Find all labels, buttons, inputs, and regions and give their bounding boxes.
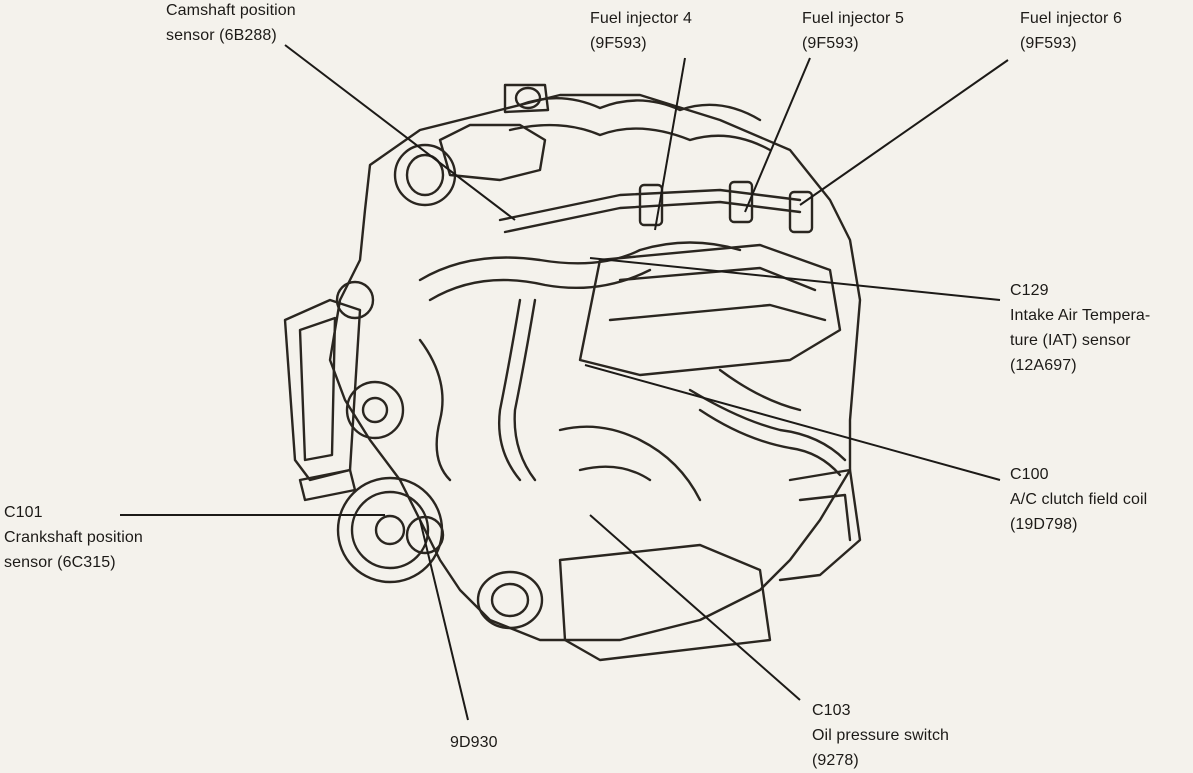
label-line: ture (IAT) sensor bbox=[1010, 332, 1131, 349]
fuel-rail bbox=[498, 188, 802, 222]
label-c100-ac-clutch: C100 A/C clutch field coil (19D798) bbox=[1010, 462, 1147, 537]
label-line: C100 bbox=[1010, 466, 1049, 483]
oil-filter bbox=[476, 570, 544, 630]
leader-c103 bbox=[589, 514, 801, 701]
leader-inj5 bbox=[744, 57, 811, 213]
label-c101-crankshaft-sensor: C101 Crankshaft position sensor (6C315) bbox=[4, 500, 143, 575]
label-line: (12A697) bbox=[1010, 357, 1077, 374]
label-line: Camshaft position bbox=[166, 2, 296, 19]
label-line: (9F593) bbox=[590, 35, 647, 52]
intake-manifold bbox=[518, 97, 762, 122]
leader-inj4 bbox=[654, 57, 686, 231]
label-line: Intake Air Tempera- bbox=[1010, 307, 1151, 324]
label-line: (19D798) bbox=[1010, 516, 1078, 533]
label-line: sensor (6C315) bbox=[4, 554, 116, 571]
label-line: A/C clutch field coil bbox=[1010, 491, 1148, 508]
label-line: Oil pressure switch bbox=[812, 727, 950, 744]
valve-cover bbox=[578, 243, 842, 377]
engine-block-outline bbox=[328, 93, 862, 642]
label-fuel-injector-4: Fuel injector 4 (9F593) bbox=[590, 6, 692, 56]
label-line: C101 bbox=[4, 504, 43, 521]
label-fuel-injector-5: Fuel injector 5 (9F593) bbox=[802, 6, 904, 56]
wiring-harness bbox=[418, 241, 742, 282]
exhaust-manifold bbox=[688, 388, 847, 462]
crankshaft-pulley bbox=[336, 476, 444, 584]
leader-c100 bbox=[584, 364, 1001, 481]
label-fuel-injector-6: Fuel injector 6 (9F593) bbox=[1020, 6, 1122, 56]
label-line: Fuel injector 4 bbox=[590, 10, 692, 27]
label-line: (9278) bbox=[812, 752, 859, 769]
label-line: Fuel injector 6 bbox=[1020, 10, 1122, 27]
leader-9d930 bbox=[419, 519, 469, 721]
tensioner-pulley bbox=[335, 280, 375, 320]
label-line: sensor (6B288) bbox=[166, 27, 277, 44]
label-line: 9D930 bbox=[450, 734, 498, 751]
label-line: Crankshaft position bbox=[4, 529, 143, 546]
label-camshaft-position-sensor: Camshaft position sensor (6B288) bbox=[166, 0, 296, 48]
leader-c129 bbox=[589, 257, 1001, 301]
label-line: C103 bbox=[812, 702, 851, 719]
leader-camshaft bbox=[284, 44, 516, 221]
oil-pan bbox=[558, 543, 772, 662]
label-c129-iat-sensor: C129 Intake Air Tempera- ture (IAT) sens… bbox=[1010, 278, 1150, 378]
label-line: C129 bbox=[1010, 282, 1049, 299]
idler-pulley bbox=[345, 380, 405, 440]
label-line: (9F593) bbox=[1020, 35, 1077, 52]
label-c103-oil-pressure-switch: C103 Oil pressure switch (9278) bbox=[812, 698, 949, 773]
leader-inj6 bbox=[799, 59, 1009, 206]
label-line: Fuel injector 5 bbox=[802, 10, 904, 27]
label-line: (9F593) bbox=[802, 35, 859, 52]
label-9d930: 9D930 bbox=[450, 730, 498, 755]
